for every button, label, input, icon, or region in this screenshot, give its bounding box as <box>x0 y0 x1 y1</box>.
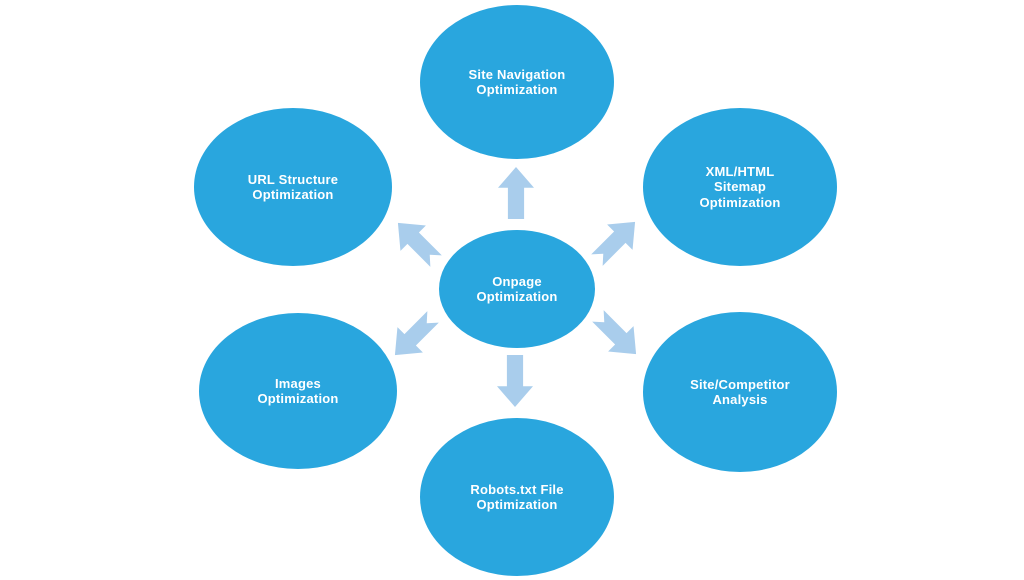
node-url-structure-optimization: URL Structure Optimization <box>194 108 392 266</box>
node-site-competitor-analysis: Site/Competitor Analysis <box>643 312 837 472</box>
node-xml-html-sitemap-optimization: XML/HTML Sitemap Optimization <box>643 108 837 266</box>
node-url-structure-optimization-label: URL Structure Optimization <box>247 171 339 202</box>
arrow-down-left-icon <box>382 304 446 368</box>
arrow-up-left-icon <box>385 210 449 274</box>
node-site-navigation-optimization-label: Site Navigation Optimization <box>468 66 566 97</box>
node-images-optimization-label: Images Optimization <box>257 375 339 406</box>
arrow-down-right-icon <box>585 303 649 367</box>
node-robots-txt-file-optimization-label: Robots.txt File Optimization <box>470 481 564 512</box>
node-site-competitor-analysis-label: Site/Competitor Analysis <box>690 376 790 407</box>
hub-node-onpage-optimization-label: Onpage Optimization <box>476 273 558 304</box>
node-robots-txt-file-optimization: Robots.txt File Optimization <box>420 418 614 576</box>
node-site-navigation-optimization: Site Navigation Optimization <box>420 5 614 159</box>
arrow-down-icon <box>497 355 533 407</box>
node-images-optimization: Images Optimization <box>199 313 397 469</box>
arrow-up-right-icon <box>584 209 648 273</box>
arrow-up-icon <box>498 167 534 219</box>
node-xml-html-sitemap-optimization-label: XML/HTML Sitemap Optimization <box>699 164 781 210</box>
hub-node-onpage-optimization: Onpage Optimization <box>439 230 595 348</box>
